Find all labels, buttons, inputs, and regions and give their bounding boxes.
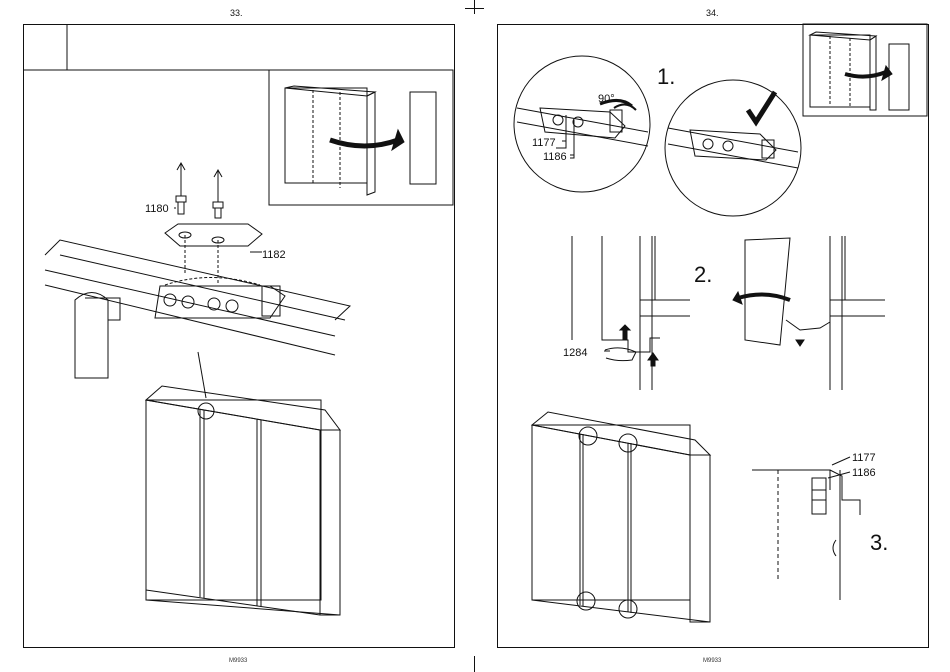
leader-1177-step3 bbox=[832, 457, 850, 465]
label-1180: 1180 bbox=[145, 203, 169, 215]
inset-wardrobe-right bbox=[810, 32, 876, 110]
plate-1182 bbox=[165, 224, 262, 285]
wardrobe-main-right bbox=[532, 412, 710, 622]
detail-step1a-content bbox=[517, 100, 648, 158]
detail-step1b-content bbox=[668, 92, 798, 168]
label-rotation: 90° bbox=[598, 93, 615, 105]
detail-step2-left bbox=[572, 236, 690, 390]
detail-step3 bbox=[752, 470, 860, 600]
step-label-1: 1. bbox=[657, 64, 675, 89]
detail-circle-step1a bbox=[514, 56, 650, 192]
arrow-right-inset bbox=[845, 72, 886, 77]
inset-door-right bbox=[889, 44, 909, 110]
door-stile bbox=[75, 293, 120, 379]
label-1186-step1: 1186 bbox=[543, 151, 567, 163]
arrow-left-inset bbox=[330, 140, 398, 146]
label-1182: 1182 bbox=[262, 249, 286, 261]
label-1177-step1: 1177 bbox=[532, 137, 556, 149]
leader-1186-step3 bbox=[828, 472, 850, 478]
screw-1180-b bbox=[213, 170, 223, 218]
label-1177-step3: 1177 bbox=[852, 452, 876, 464]
detail-step2-right bbox=[733, 236, 885, 390]
inset-door-left bbox=[410, 92, 436, 184]
inset-box-right bbox=[803, 24, 927, 116]
label-1186-step3: 1186 bbox=[852, 467, 876, 479]
step-label-3: 3. bbox=[870, 530, 888, 555]
screw-1180 bbox=[176, 163, 186, 214]
checkmark-icon bbox=[748, 92, 775, 122]
roller-carriage bbox=[155, 278, 285, 319]
rotate-arrow-icon bbox=[614, 104, 636, 110]
step-label-2: 2. bbox=[694, 262, 712, 287]
label-1284: 1284 bbox=[563, 347, 587, 359]
inset-box-left bbox=[269, 70, 453, 205]
curved-arrow-step2 bbox=[738, 294, 790, 300]
wardrobe-main-left bbox=[146, 386, 340, 615]
